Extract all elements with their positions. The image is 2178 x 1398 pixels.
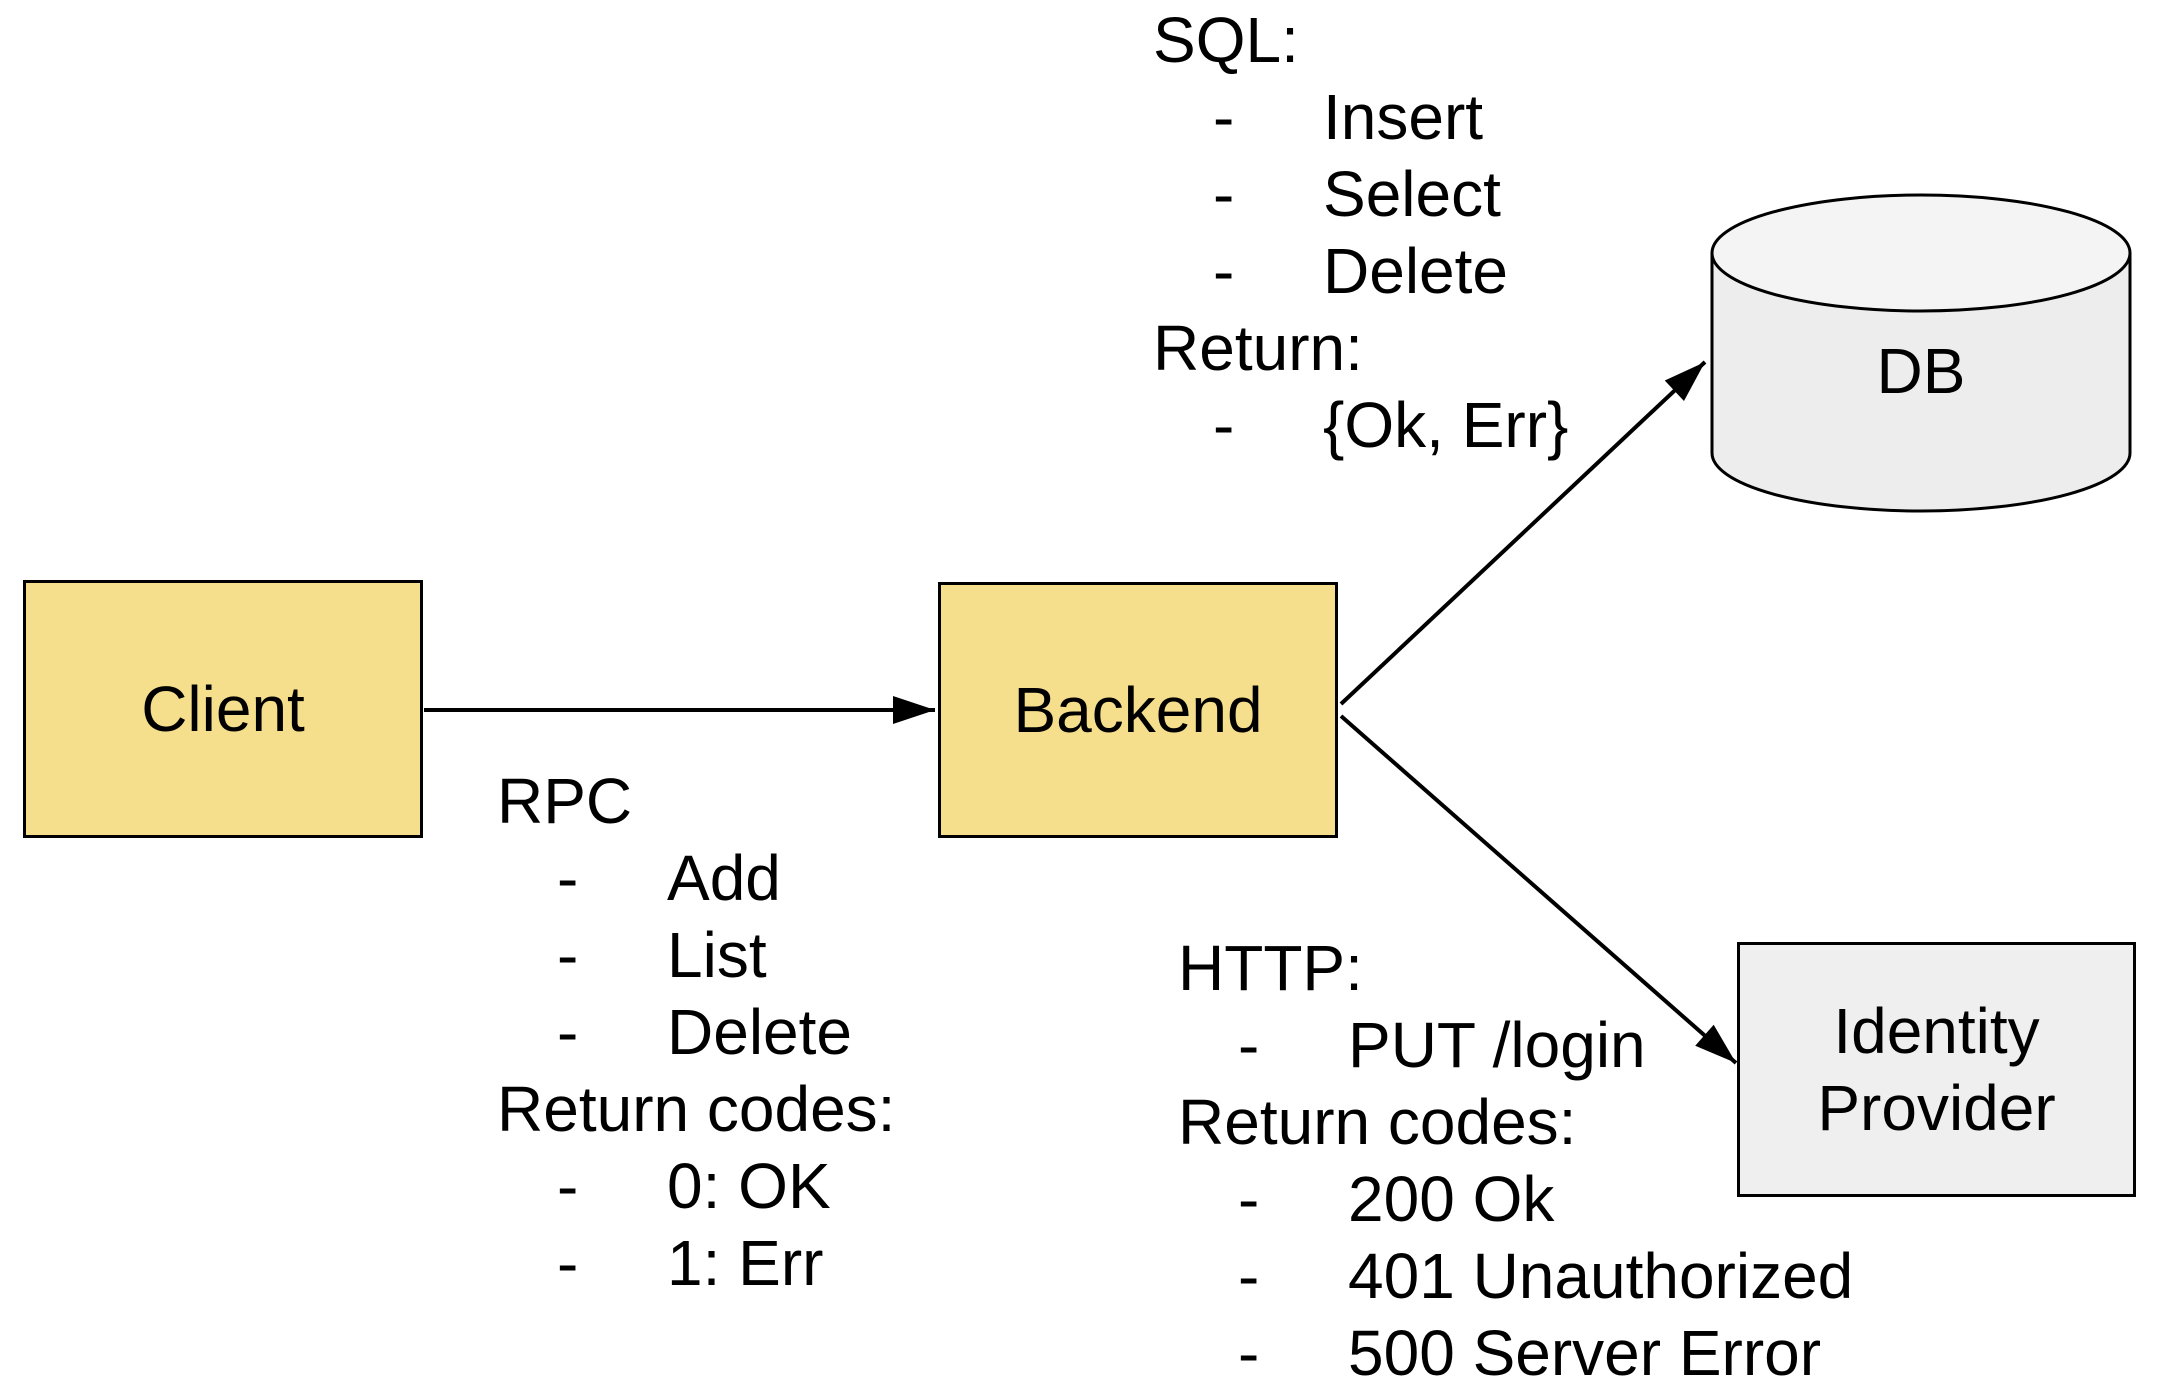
bullet-dash: - bbox=[1238, 1009, 1260, 1081]
rpc-return-item: - 0: OK bbox=[497, 1148, 895, 1225]
http-title: HTTP: bbox=[1178, 932, 1363, 1004]
bullet-dash: - bbox=[557, 842, 579, 914]
backend-node: Backend bbox=[938, 582, 1338, 838]
rpc-item: - Add bbox=[497, 840, 895, 917]
rpc-item: - List bbox=[497, 917, 895, 994]
rpc-annotation: RPC - Add - List - Delete Return codes: … bbox=[497, 763, 895, 1302]
identity-provider-label-line1: Identity bbox=[1833, 994, 2040, 1067]
http-return-item: - 500 Server Error bbox=[1178, 1315, 1853, 1392]
cylinder-top bbox=[1710, 193, 2132, 313]
identity-provider-label-line2: Provider bbox=[1817, 1071, 2056, 1144]
rpc-item: - Delete bbox=[497, 994, 895, 1071]
cylinder-body bbox=[1710, 253, 2132, 513]
sql-return-item: - {Ok, Err} bbox=[1153, 387, 1568, 464]
identity-provider-node: Identity Provider bbox=[1737, 942, 2136, 1197]
backend-node-label: Backend bbox=[1013, 673, 1263, 746]
http-return-item: - 401 Unauthorized bbox=[1178, 1238, 1853, 1315]
sql-return-title: Return: bbox=[1153, 312, 1363, 384]
rpc-title: RPC bbox=[497, 765, 633, 837]
sql-item: - Insert bbox=[1153, 79, 1568, 156]
bullet-dash: - bbox=[1238, 1240, 1260, 1312]
db-node-label: DB bbox=[1876, 335, 1966, 407]
http-item: - PUT /login bbox=[1178, 1007, 1853, 1084]
http-annotation: HTTP: - PUT /login Return codes: - 200 O… bbox=[1178, 930, 1853, 1392]
bullet-dash: - bbox=[1213, 389, 1235, 461]
bullet-dash: - bbox=[1238, 1317, 1260, 1389]
rpc-return-title: Return codes: bbox=[497, 1073, 896, 1145]
sql-item: - Delete bbox=[1153, 233, 1568, 310]
bullet-dash: - bbox=[1213, 81, 1235, 153]
bullet-dash: - bbox=[557, 919, 579, 991]
bullet-dash: - bbox=[557, 1227, 579, 1299]
sql-title: SQL: bbox=[1153, 4, 1299, 76]
identity-provider-node-label: Identity Provider bbox=[1817, 993, 2055, 1147]
client-node-label: Client bbox=[141, 672, 305, 745]
bullet-dash: - bbox=[557, 996, 579, 1068]
sql-annotation: SQL: - Insert - Select - Delete Return: … bbox=[1153, 2, 1568, 464]
bullet-dash: - bbox=[1238, 1163, 1260, 1235]
client-node: Client bbox=[23, 580, 423, 838]
bullet-dash: - bbox=[1213, 158, 1235, 230]
rpc-return-item: - 1: Err bbox=[497, 1225, 895, 1302]
http-return-title: Return codes: bbox=[1178, 1086, 1577, 1158]
sql-item: - Select bbox=[1153, 156, 1568, 233]
http-return-item: - 200 Ok bbox=[1178, 1161, 1853, 1238]
database-cylinder-icon bbox=[1710, 193, 2132, 513]
bullet-dash: - bbox=[1213, 235, 1235, 307]
bullet-dash: - bbox=[557, 1150, 579, 1222]
db-cylinder-node: DB bbox=[1710, 193, 2132, 513]
